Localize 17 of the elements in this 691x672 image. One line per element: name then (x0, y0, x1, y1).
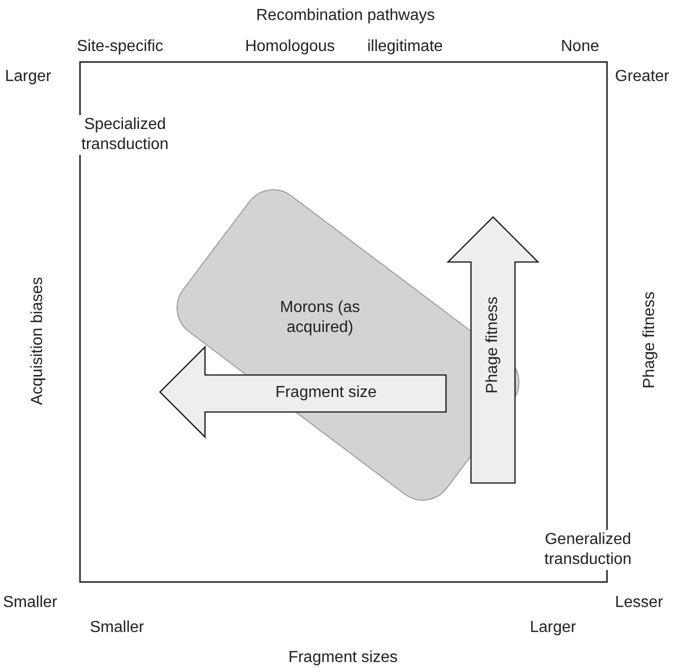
axis-tick-label: Homologous (245, 37, 335, 57)
axis-tick-label: illegitimate (367, 37, 443, 57)
axis-end-label: Smaller (3, 593, 58, 613)
axis-title: Fragment sizes (288, 648, 398, 668)
axis-title: Phage fitness (640, 292, 659, 388)
axis-tick-label: Site-specific (76, 37, 164, 57)
axis-end-label: Smaller (90, 618, 144, 638)
node-label: Phage fitness (483, 296, 502, 394)
node-label: Morons (as acquired) (278, 298, 362, 338)
axis-end-label: Larger (530, 618, 576, 638)
axis-end-label: Lesser (615, 593, 664, 613)
axis-title: Acquisition biases (28, 276, 47, 406)
axis-tick-label: None (560, 37, 600, 57)
node-label: Fragment size (275, 383, 377, 403)
axis-end-label: Larger (5, 67, 52, 87)
axis-title: Recombination pathways (255, 6, 436, 26)
axis-end-label: Greater (615, 67, 670, 87)
